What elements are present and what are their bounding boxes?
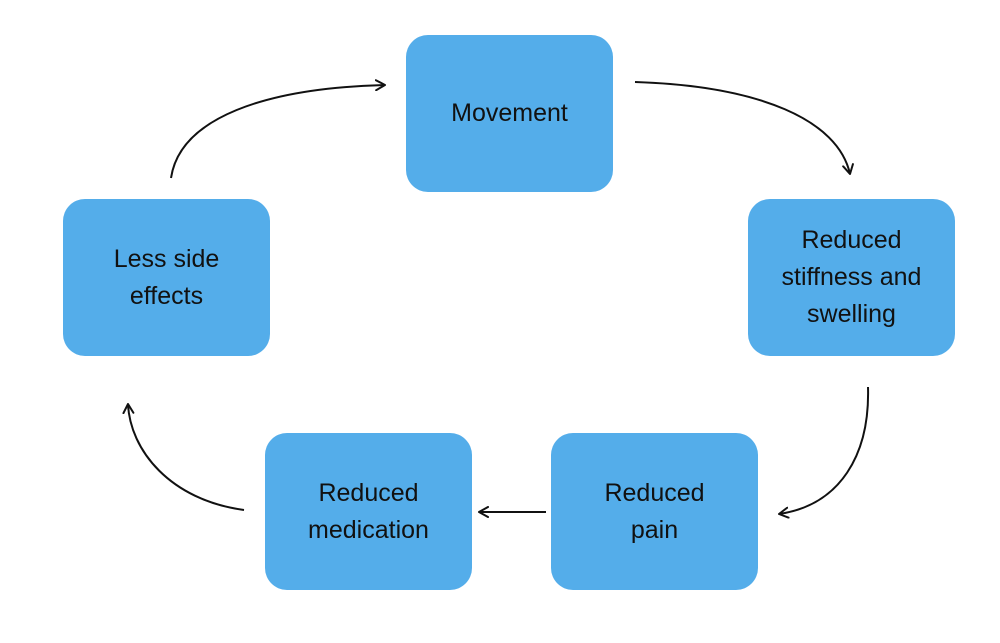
node-less-side-effects-label: Less side effects <box>113 244 220 310</box>
arrow-movement-to-stiffness <box>634 81 854 175</box>
node-reduced-stiffness-and-swelling: Reduced stiffness and swelling <box>748 199 955 356</box>
node-reduced-medication-label: Reduced medication <box>308 478 429 544</box>
node-reduced-pain: Reduced pain <box>551 433 758 590</box>
node-reduced-pain-label: Reduced pain <box>604 478 705 544</box>
node-less-side-effects: Less side effects <box>63 199 270 356</box>
arrow-stiffness-to-pain <box>778 386 870 519</box>
node-movement-label: Movement <box>451 99 568 127</box>
arrow-side-effects-to-movement <box>170 79 386 179</box>
node-reduced-medication: Reduced medication <box>265 433 472 590</box>
arrow-medication-to-side-effects <box>122 403 245 511</box>
node-movement: Movement <box>406 35 613 192</box>
node-reduced-stiffness-label: Reduced stiffness and swelling <box>781 226 922 328</box>
